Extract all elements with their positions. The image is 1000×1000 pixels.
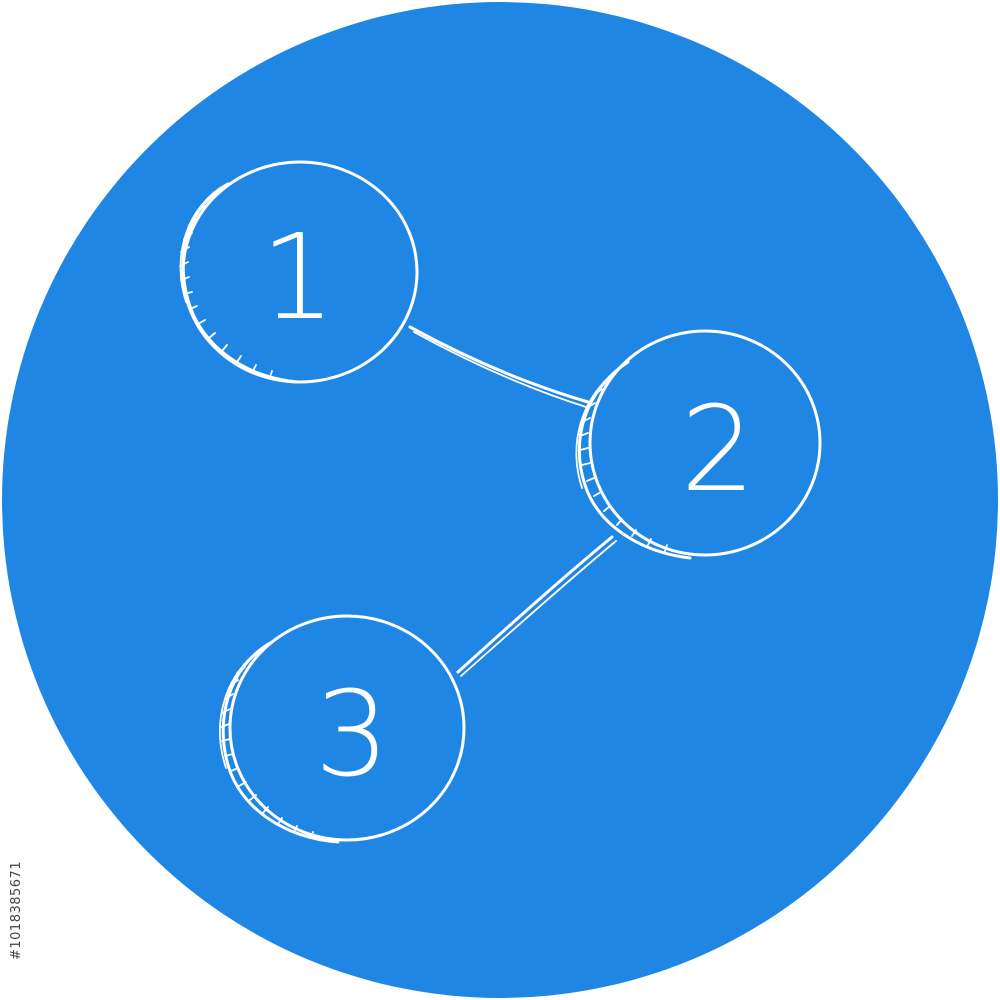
- node-2-rim-hatching: [579, 375, 668, 552]
- node-1-rim-hatching: [179, 195, 273, 378]
- node-3: 3: [219, 614, 466, 844]
- node-3-label: 3: [314, 665, 389, 803]
- edge-2-3: [456, 535, 617, 677]
- node-1: 1: [179, 160, 419, 384]
- node-1-label: 1: [260, 208, 335, 346]
- edge-1-2: [408, 325, 590, 408]
- node-2: 2: [575, 329, 822, 560]
- stock-id-label: #1018385671: [9, 860, 24, 960]
- node-3-rim-hatching: [220, 654, 314, 839]
- node-2-label: 2: [680, 380, 755, 518]
